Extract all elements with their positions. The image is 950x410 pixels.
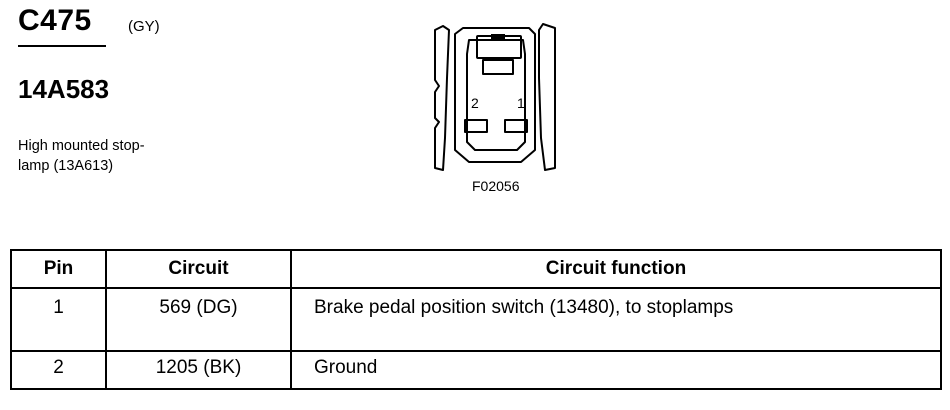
description-line-1: High mounted stop- <box>18 138 145 154</box>
connector-id: C475 <box>18 4 92 37</box>
connector-housing-inner <box>466 39 526 151</box>
function-cell: Ground <box>290 350 942 390</box>
connector-face-diagram: 2 1 <box>434 23 556 171</box>
keyway-inner <box>482 59 514 75</box>
pin-cell: 2 <box>10 350 107 390</box>
header-circuit: Circuit <box>105 249 292 289</box>
pinout-table: Pin Circuit Circuit function 1 569 (DG) … <box>10 249 942 390</box>
pin-label-1: 1 <box>517 95 525 111</box>
pin-label-2: 2 <box>471 95 479 111</box>
right-latch-arm <box>538 23 556 171</box>
table-row: 1 569 (DG) Brake pedal position switch (… <box>10 287 942 352</box>
table-header-row: Pin Circuit Circuit function <box>10 249 942 289</box>
circuit-cell: 569 (DG) <box>105 287 292 352</box>
figure-id: F02056 <box>472 178 520 194</box>
header-pin: Pin <box>10 249 107 289</box>
header-circuit-function: Circuit function <box>290 249 942 289</box>
pin-cell: 1 <box>10 287 107 352</box>
connector-description: High mounted stop- lamp (13A613) <box>18 136 198 176</box>
function-cell: Brake pedal position switch (13480), to … <box>290 287 942 352</box>
circuit-cell: 1205 (BK) <box>105 350 292 390</box>
pin-cavity-2 <box>464 119 488 133</box>
table-row: 2 1205 (BK) Ground <box>10 350 942 390</box>
left-latch-arm <box>434 25 450 171</box>
part-number: 14A583 <box>18 74 110 104</box>
connector-housing <box>454 27 536 163</box>
description-line-2: lamp (13A613) <box>18 158 114 174</box>
pin-cavity-1 <box>504 119 528 133</box>
connector-color: (GY) <box>128 18 160 35</box>
connector-id-underline <box>18 45 106 47</box>
keyway-tab <box>491 34 505 40</box>
